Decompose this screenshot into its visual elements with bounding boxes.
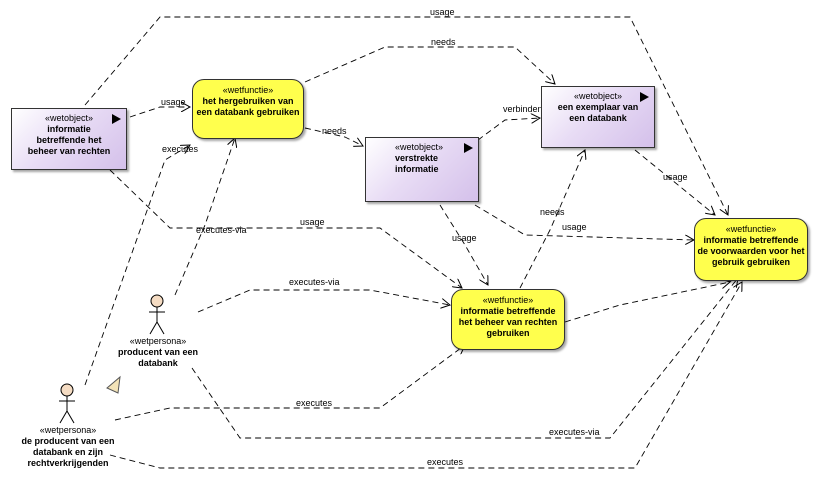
connector-executesvia-a1-fn2 [197,289,450,313]
label-usage: usage [300,217,325,227]
wetfunctie-node[interactable]: «wetfunctie» informatie betreffende het … [451,289,565,350]
label-needs: needs [322,126,347,136]
label-verbinden: verbinden [503,104,543,114]
node-name: een exemplaar van een databank [557,102,639,123]
label-executes-via: executes-via [196,225,247,235]
wetfunctie-node[interactable]: «wetfunctie» het hergebruiken van een da… [192,79,304,139]
label-usage: usage [161,97,186,107]
flag-icon [640,92,649,102]
label-needs: needs [540,207,565,217]
persona-actor-icon[interactable] [59,383,75,424]
connector-executes-a2-fn3 [109,282,742,469]
connector-usage-obj2-fn2 [439,204,488,285]
node-stereotype: «wetfunctie» [482,295,534,305]
label-executes-via: executes-via [289,277,340,287]
label-usage: usage [452,233,477,243]
connector-verbinden [477,118,540,141]
node-name: het hergebruiken van een databank gebrui… [196,96,300,117]
wetfunctie-node[interactable]: «wetfunctie» informatie betreffende de v… [694,218,808,281]
node-stereotype: «wetobject» [573,91,623,101]
node-name: informatie betreffende de voorwaarden vo… [697,235,805,267]
persona-name: producent van een databank [117,347,198,368]
node-stereotype: «wetfunctie» [725,224,777,234]
connector-needs-fn2-obj3 [519,150,585,289]
node-stereotype: «wetfunctie» [222,85,274,95]
persona-stereotype: «wetpersona» [129,336,187,346]
connector-executesvia-a1-fn3 [191,278,738,439]
node-name: verstrekte informatie [395,153,439,174]
wetobject-node[interactable]: «wetobject» een exemplaar van een databa… [541,86,655,148]
label-executes: executes [162,144,199,154]
wetobject-node[interactable]: «wetobject» informatie betreffende het b… [11,108,127,170]
label-usage: usage [562,222,587,232]
connector-usage-obj1-fn2 [109,169,462,288]
wetobject-node[interactable]: «wetobject» verstrekte informatie [365,137,479,202]
persona-actor-icon[interactable] [149,294,165,335]
node-name: informatie betreffende het beheer van re… [27,124,111,156]
node-stereotype: «wetobject» [44,113,94,123]
persona-name: de producent van een databank en zijn re… [21,436,115,468]
label-needs: needs [431,37,456,47]
label-executes: executes [296,398,333,408]
persona-label: «wetpersona» producent van een databank [112,336,204,369]
connector-usage-top [84,16,728,215]
flag-icon [112,114,121,124]
flag-icon [464,143,473,153]
node-stereotype: «wetobject» [395,142,444,152]
label-executes: executes [427,457,464,467]
persona-label: «wetpersona» de producent van een databa… [16,425,120,469]
connector-usage-fn2-fn3 [564,282,730,323]
connector-needs-fn1-obj2 [304,127,363,146]
warning-triangle-icon [106,375,121,394]
connector-usage-obj2-fn3 [474,204,694,240]
label-executes-via: executes-via [549,427,600,437]
connector-executes-a2-fn2 [114,345,465,421]
node-name: informatie betreffende het beheer van re… [458,306,558,338]
connector-executes-a1-fn1 [174,138,235,296]
label-usage: usage [663,172,688,182]
persona-stereotype: «wetpersona» [39,425,97,435]
connector-needs-fn1-obj3 [304,46,555,84]
connector-usage-obj3-fn3 [634,149,715,215]
connector-usage-obj1-fn1 [129,107,190,118]
label-usage: usage [430,7,455,17]
